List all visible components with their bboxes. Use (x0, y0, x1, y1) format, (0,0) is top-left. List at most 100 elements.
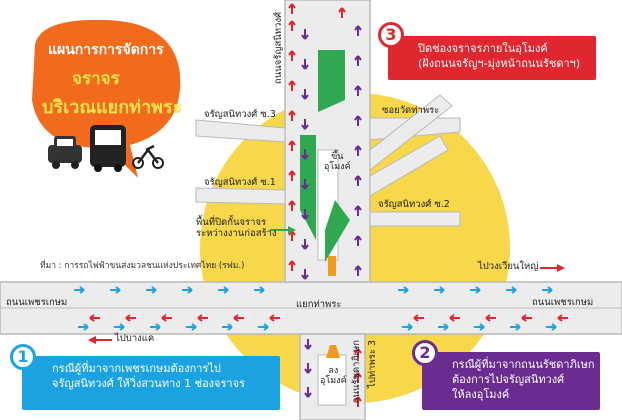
westbound-arrow (557, 314, 568, 322)
southbound-arrow (301, 209, 309, 220)
southbound-arrow (301, 89, 309, 100)
northbound-arrow (288, 140, 296, 151)
southbound-arrow (301, 149, 309, 160)
westbound-arrow (161, 314, 172, 322)
eastbound-arrow (78, 323, 89, 331)
tunnel-arrows (301, 25, 362, 398)
westbound-arrow (89, 314, 100, 322)
westbound-arrow (125, 314, 136, 322)
eastbound-arrow (182, 286, 193, 294)
eastbound-arrow (402, 323, 413, 331)
southbound-arrow (301, 179, 309, 190)
northbound-arrow (288, 200, 296, 211)
label-tunnel-up: ขึ้น อุโมงค์ (324, 152, 351, 173)
northbound-arrow (288, 110, 296, 121)
southbound-arrow (301, 119, 309, 130)
tunnel-arrow (354, 115, 362, 126)
ratchada-arrow (304, 339, 312, 350)
callout-2: กรณีผู้ที่มาจากถนนรัชดาภิเษก ต้องการไปจร… (422, 352, 600, 410)
construction-pointer-head (288, 226, 296, 234)
north-exit-arrow (288, 3, 296, 14)
label-tunnel-down: ลง อุโมงค์ (320, 366, 347, 387)
callout-1: กรณีผู้ที่มาจากเพชรเกษมต้องการไป จรัญสนิ… (22, 356, 280, 410)
eastbound-arrow (218, 286, 229, 294)
to-wongwian-yai-head (557, 264, 565, 272)
motorbike-icon (132, 144, 164, 169)
westbound-arrow (485, 314, 496, 322)
cone-icon (326, 345, 340, 358)
eastbound-arrow (438, 323, 449, 331)
title-line2: จราจร (72, 69, 120, 89)
southbound-arrow (301, 29, 309, 40)
tunnel-arrow (354, 25, 362, 36)
eastbound-arrow (150, 323, 161, 331)
ratchada-arrow (304, 387, 312, 398)
label-phetkasem-right: ถนนเพชรเกษม (532, 297, 594, 308)
soi2-road (369, 211, 461, 227)
diagonal-road (369, 94, 453, 172)
green-zone-top (318, 50, 345, 112)
northbound-arrow (288, 260, 296, 271)
callout-2-badge: 2 (412, 340, 438, 366)
southbound-arrow (301, 239, 309, 250)
ratchada-arrow (354, 396, 362, 407)
label-intersection: แยกท่าพระ (296, 299, 342, 310)
eastbound-arrow (146, 286, 157, 294)
northbound-arrow (288, 170, 296, 181)
eastbound-arrow (110, 286, 121, 294)
callout-1-text: กรณีผู้ที่มาจากเพชรเกษมต้องการไป จรัญสนิ… (52, 362, 245, 390)
eastbound-arrow (474, 323, 485, 331)
callout-3-badge: 3 (378, 22, 404, 48)
westbound-arrow (197, 314, 208, 322)
label-charan-soi1: จรัญสนิทวงศ์ ซ.1 (204, 177, 276, 188)
callout-3-text: ปิดช่องจราจรภายในอุโมงค์ (ฝั่งถนนจรัญฯ-ม… (418, 42, 581, 70)
bus-icon (90, 125, 126, 172)
westbound-arrow (269, 314, 280, 322)
westbound-arrow (233, 314, 244, 322)
barrier-icon (328, 256, 336, 276)
label-ratchada: ถนนรัชดาภิเษก (351, 340, 362, 404)
tunnel-down-box (317, 354, 347, 406)
callout-3: ปิดช่องจราจรภายในอุโมงค์ (ฝั่งถนนจรัญฯ-ม… (388, 36, 596, 80)
westbound-arrow (413, 314, 424, 322)
north-exit-arrow (338, 7, 346, 18)
eastbound-arrow (542, 286, 553, 294)
westbound-arrows (89, 3, 568, 407)
eastbound-arrow (222, 323, 233, 331)
tunnel-arrow (354, 85, 362, 96)
northbound-arrow (288, 50, 296, 61)
eastbound-arrow (470, 286, 481, 294)
title-block: แผนการการจัดการ จราจร บริเวณแยกท่าพระ (12, 24, 192, 184)
label-to-tha-phra-3: ไปท่าพระ 3 (367, 340, 378, 388)
taxi-icon (48, 136, 82, 169)
label-to-bang-khae: ไปบางแค (115, 333, 155, 344)
eastbound-arrow (510, 323, 521, 331)
label-construction-area: พื้นที่ปิดกั้นจราจร ระหว่างงานก่อสร้าง (196, 217, 277, 239)
southbound-arrow (301, 269, 309, 280)
tunnel-arrow (354, 175, 362, 186)
title-line1: แผนการการจัดการ (48, 42, 164, 58)
northbound-arrow (288, 20, 296, 31)
westbound-arrow (521, 314, 532, 322)
ratchada-arrow (354, 372, 362, 383)
label-charan-main: ถนนจรัญสนิทวงศ์ (273, 12, 284, 85)
ratchada-arrow (354, 348, 362, 359)
soi3-road (195, 119, 286, 143)
to-bang-khae-head (88, 336, 96, 344)
eastbound-arrow (74, 286, 85, 294)
eastbound-arrow (254, 286, 265, 294)
tunnel-arrow (354, 205, 362, 216)
northbound-arrow (288, 80, 296, 91)
southbound-arrow (301, 59, 309, 70)
label-phetkasem-left: ถนนเพชรเกษม (6, 297, 68, 308)
tunnel-arrow (354, 55, 362, 66)
soi1-road (195, 187, 286, 205)
ratchada-arrow (304, 363, 312, 374)
label-charan-soi2: จรัญสนิทวงศ์ ซ.2 (378, 199, 450, 210)
title-line3: บริเวณแยกท่าพระ (42, 97, 183, 118)
label-charan-soi3: จรัญสนิทวงศ์ ซ.3 (204, 109, 276, 120)
label-soi-wat-tha-phra: ซอยวัดท่าพระ (382, 105, 440, 116)
eastbound-arrow (186, 323, 197, 331)
